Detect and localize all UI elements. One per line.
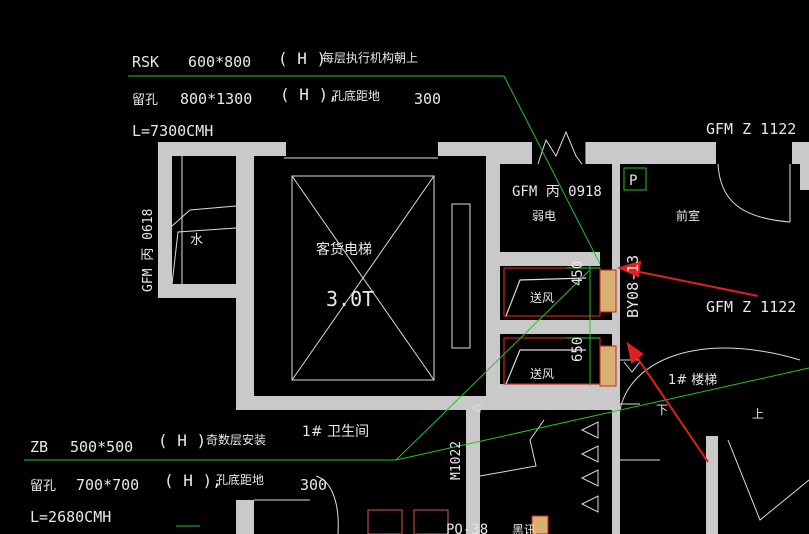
dimension-labels: 450 650 P [570,173,637,362]
room-labels: 水 客货电梯 3.0T 弱电 前室 送风 送风 1# 卫生间 1# 楼梯 下 上 [190,208,764,440]
bottom-hole-size: 700*700 [76,476,139,494]
wall-elevator-bottom [236,396,620,410]
elevator-counterweight [451,203,471,349]
top-hole-height: 300 [414,90,441,108]
dampers [531,269,617,534]
wall-stair-left [612,410,620,534]
wall-left-bottom [172,284,236,298]
annotation-top[interactable]: RSK 600*800 ( H ) 每层执行机构朝上 留孔 800*1300 (… [132,49,441,140]
stair-down: 下 [656,403,668,417]
wall-bottom-col [466,410,480,534]
damper-lower [599,345,617,387]
arrow-head-upper [617,260,642,278]
wall-elevator-top2 [438,142,488,156]
top-hole-note: 孔底距地 [332,88,380,103]
wall-shaft-bottom [500,384,620,396]
wall-mid-h1 [500,252,600,266]
room-water: 水 [190,233,203,248]
door-labels: GFM 丙 0618 GFM 丙 0918 GFM Z 1122 GFM Z 1… [141,120,796,534]
wall-left-inner-top [172,142,182,156]
room-weak-electric: 弱电 [532,209,556,223]
bottom-size: 500*500 [70,438,133,456]
elevator-capacity: 3.0T [326,287,374,311]
bottom-airflow: L=2680CMH [30,508,111,526]
stair-up: 上 [752,407,764,421]
bottom-unit: ZB [30,438,48,456]
top-airflow: L=7300CMH [132,122,213,140]
gfm-weak: GFM 丙 0918 [512,184,602,200]
wall-stair-rail [706,436,718,534]
wall-shaft-left [236,142,254,410]
gfm-left: GFM 丙 0618 [141,209,156,292]
door-m1022: M1022 [449,441,464,480]
door-by: BY08-13 [624,255,642,318]
room-supply-1: 送风 [530,290,554,305]
wall-top-mid [486,142,532,164]
fixture-bottom [531,515,549,534]
wall-bottom-left [236,500,254,534]
top-size: 600*800 [188,53,251,71]
wall-top-far-right [792,142,809,164]
bottom-hole-h-mark: ( H ), [164,471,222,490]
top-hole-size: 800*1300 [180,90,252,108]
top-hole-label: 留孔 [132,93,158,108]
linework [171,130,809,534]
wall-mid-h2 [500,320,620,334]
fixture-1 [367,509,403,534]
leaders [24,75,809,527]
door-bottom-cut: 黑讯 [512,523,536,534]
fixture-symbols [470,403,599,513]
bottom-h-mark: ( H ) [158,431,206,450]
gfm-mid-right: GFM Z 1122 [706,298,796,316]
bottom-note: 奇数层安装 [206,432,266,447]
wall-elevator-right [486,142,500,410]
gfm-top-right: GFM Z 1122 [706,120,796,138]
room-elevator: 客货电梯 [316,241,372,258]
damper-upper [599,269,617,313]
arrows [617,260,759,463]
p-box-label: P [629,173,637,189]
room-supply-2: 送风 [530,366,554,381]
bottom-hole-note: 孔底距地 [216,472,264,487]
arrow-head-lower [626,341,644,364]
fixture-2 [413,509,449,534]
dim-450: 450 [570,261,586,286]
top-h-mark: ( H ) [278,49,326,68]
room-stair: 1# 楼梯 [668,373,717,388]
bottom-hole-height: 300 [300,476,327,494]
top-unit: RSK [132,53,159,71]
p-box [623,167,647,191]
door-pq: PQ-38 [446,522,488,534]
wall-far-right [800,160,809,190]
room-toilet: 1# 卫生间 [302,424,369,440]
elevator-car [291,175,435,381]
room-front: 前室 [676,208,700,223]
top-note: 每层执行机构朝上 [322,50,418,65]
walls [158,142,809,534]
wall-left-outer [158,142,172,298]
top-hole-h-mark: ( H ), [280,85,338,104]
wall-top-right-a [586,142,716,164]
annotation-bottom[interactable]: ZB 500*500 ( H ) 奇数层安装 留孔 700*700 ( H ),… [30,431,327,526]
wall-elevator-top [254,142,286,156]
bottom-hole-label: 留孔 [30,479,56,494]
dim-650: 650 [570,337,586,362]
